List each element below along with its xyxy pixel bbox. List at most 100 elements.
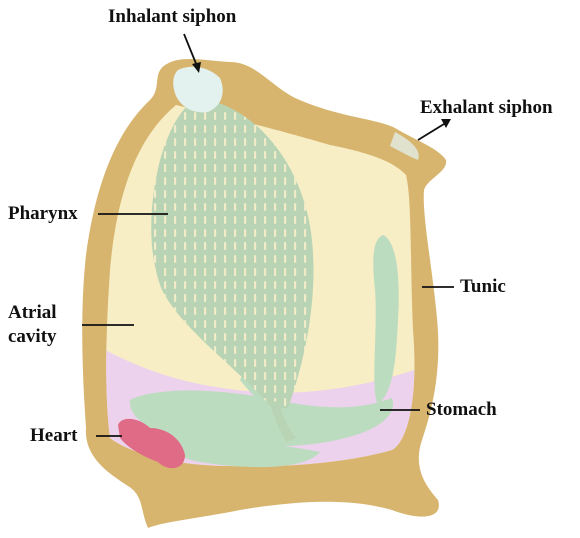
pharynx-slit <box>194 151 197 159</box>
pharynx-slit <box>194 177 197 185</box>
pharynx-slit <box>204 333 207 341</box>
pharynx-slit <box>194 203 197 211</box>
pharynx-slit <box>244 359 247 367</box>
pharynx-slit <box>244 151 247 159</box>
pharynx-slit <box>214 112 217 120</box>
pharynx-slit <box>254 359 257 367</box>
pharynx-slit <box>244 138 247 146</box>
pharynx-slit <box>184 203 187 211</box>
pharynx-slit <box>154 190 157 198</box>
pharynx-slit <box>164 255 167 263</box>
pharynx-slit <box>194 281 197 289</box>
pharynx-slit <box>284 320 287 328</box>
pharynx-slit <box>284 164 287 172</box>
pharynx-slit <box>174 190 177 198</box>
pharynx-slit <box>284 177 287 185</box>
pharynx-slit <box>164 177 167 185</box>
pharynx-slit <box>304 216 307 224</box>
pharynx-slit <box>194 164 197 172</box>
pharynx-slit <box>204 203 207 211</box>
inhalant-siphon-opening <box>173 66 223 113</box>
pharynx-slit <box>284 229 287 237</box>
pharynx-slit <box>274 164 277 172</box>
pharynx-slit <box>274 151 277 159</box>
pharynx-slit <box>254 125 257 133</box>
pharynx-slit <box>174 294 177 302</box>
pharynx-slit <box>244 294 247 302</box>
pharynx-slit <box>204 125 207 133</box>
pharynx-slit <box>204 151 207 159</box>
pharynx-slit <box>284 294 287 302</box>
pharynx-slit <box>254 138 257 146</box>
pharynx-slit <box>204 216 207 224</box>
pharynx-slit <box>224 216 227 224</box>
pharynx-slit <box>214 320 217 328</box>
pharynx-slit <box>244 255 247 263</box>
pharynx-slit <box>204 281 207 289</box>
pharynx-slit <box>284 359 287 367</box>
label-exhalant-siphon: Exhalant siphon <box>420 97 553 118</box>
pharynx-slit <box>244 190 247 198</box>
pharynx-slit <box>234 242 237 250</box>
pharynx-slit <box>244 346 247 354</box>
pharynx-slit <box>284 333 287 341</box>
pharynx-slit <box>274 385 277 393</box>
pharynx-slit <box>264 203 267 211</box>
pharynx-slit <box>234 229 237 237</box>
pharynx-slit <box>264 372 267 380</box>
exhalant-siphon-opening <box>390 132 419 160</box>
pharynx-slit <box>224 151 227 159</box>
pharynx-slit <box>174 216 177 224</box>
pharynx-slit <box>294 229 297 237</box>
pharynx-slit <box>214 281 217 289</box>
pharynx-slit <box>254 346 257 354</box>
pharynx-slit <box>244 125 247 133</box>
pharynx-slit <box>264 138 267 146</box>
pharynx-slit <box>224 320 227 328</box>
pharynx-slit <box>194 242 197 250</box>
pharynx-slit <box>304 229 307 237</box>
pharynx-slit <box>254 320 257 328</box>
pharynx-slit <box>174 177 177 185</box>
pharynx-slit <box>264 268 267 276</box>
pharynx-slit <box>224 333 227 341</box>
pharynx-slit <box>264 190 267 198</box>
pharynx-slit <box>244 177 247 185</box>
pharynx-slit <box>304 268 307 276</box>
pharynx-slit <box>294 190 297 198</box>
pharynx-slit <box>154 203 157 211</box>
pharynx-slit <box>254 372 257 380</box>
pharynx-slit <box>234 333 237 341</box>
pharynx-slit <box>234 203 237 211</box>
pharynx-slit <box>264 177 267 185</box>
pharynx-slit <box>304 307 307 315</box>
pharynx-slit <box>264 242 267 250</box>
pharynx-slit <box>204 242 207 250</box>
pharynx-slit <box>164 164 167 172</box>
pharynx-slit <box>234 125 237 133</box>
pharynx-slit <box>214 333 217 341</box>
pharynx-slit <box>174 125 177 133</box>
pharynx-slit <box>184 255 187 263</box>
pharynx-slit <box>174 138 177 146</box>
pharynx-slit <box>184 307 187 315</box>
pharynx-slit <box>204 268 207 276</box>
pharynx-slit <box>284 281 287 289</box>
pharynx-slit <box>284 203 287 211</box>
pharynx-slit <box>284 268 287 276</box>
pharynx-slit <box>164 229 167 237</box>
pharynx-slit <box>204 164 207 172</box>
pharynx-slit <box>244 333 247 341</box>
label-stomach: Stomach <box>426 399 497 420</box>
exhalant-arrowhead <box>441 119 451 128</box>
pharynx-slit <box>194 138 197 146</box>
pharynx-slit <box>294 320 297 328</box>
pharynx-slit <box>304 255 307 263</box>
heart-organ <box>118 418 185 469</box>
pharynx-slit <box>174 242 177 250</box>
pharynx-slit <box>214 229 217 237</box>
pharynx-slit <box>214 177 217 185</box>
pharynx-slit <box>204 255 207 263</box>
pharynx-slit <box>224 203 227 211</box>
pharynx-slit <box>294 294 297 302</box>
